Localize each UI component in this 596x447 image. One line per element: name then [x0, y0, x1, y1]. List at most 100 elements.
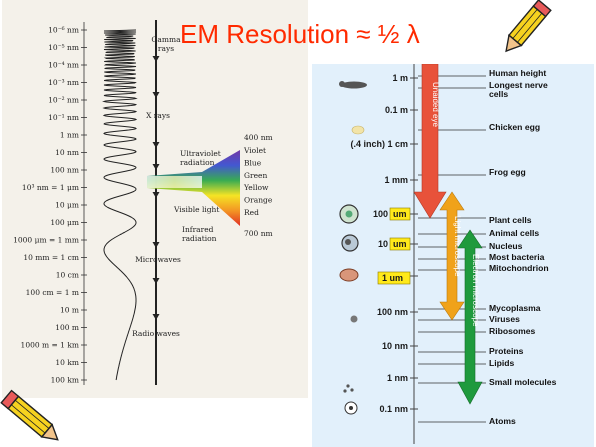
wavelength-tick-label: 1 nm: [60, 131, 79, 140]
human-icon: [339, 81, 367, 89]
wavelength-tick-label: 10⁻³ nm: [48, 78, 79, 87]
visible-color-label: Orange: [244, 196, 273, 205]
size-scale-label: 10 nm: [382, 341, 408, 351]
size-scale-label: (.4 inch) 1 cm: [350, 139, 408, 149]
unaided-eye-label: Unaided eye: [431, 82, 440, 127]
size-item-label: cells: [489, 89, 508, 99]
svg-text:um: um: [393, 209, 407, 219]
size-item-label: Human height: [489, 68, 546, 78]
size-item-label: Chicken egg: [489, 122, 540, 132]
size-item-label: Ribosomes: [489, 326, 536, 336]
band-label: X rays: [146, 111, 170, 120]
band-label: rays: [158, 44, 174, 53]
wave-curve: [104, 30, 136, 380]
virus-icon: [351, 316, 358, 323]
wavelength-tick-label: 10³ nm = 1 μm: [22, 183, 79, 192]
size-item-label: Plant cells: [489, 215, 532, 225]
wavelength-tick-label: 100 km: [51, 376, 79, 385]
wavelength-tick-label: 10 nm: [55, 148, 79, 157]
size-scale-label: 100 nm: [377, 307, 408, 317]
wavelength-tick-label: 100 m: [55, 323, 79, 332]
size-item-label: Mitochondrion: [489, 263, 549, 273]
wavelength-tick-label: 10 mm = 1 cm: [23, 253, 79, 262]
size-scale-svg: 1 m 0.1 m (.4 inch) 1 cm 1 mm 100 10 100 nm 10 …: [312, 64, 594, 447]
size-scale-label: 1 nm: [387, 373, 408, 383]
um-box-100: um: [390, 208, 410, 220]
band-boundary-marker: [153, 92, 160, 98]
band-label: Ultraviolet: [180, 149, 221, 158]
visible-color-label: Blue: [244, 158, 262, 167]
size-item-label: Atoms: [489, 416, 516, 426]
band-label: Gamma: [151, 35, 181, 44]
band-label: Infrared: [182, 225, 214, 234]
electron-microscope-label: Electron microscope: [471, 254, 480, 327]
wavelength-tick-label: 10 cm: [56, 271, 79, 280]
band-label: Radio waves: [132, 329, 180, 338]
size-scale-label: 10: [378, 239, 388, 249]
um-box-1: 1 um: [378, 272, 410, 284]
animal-cell-icon: [342, 235, 358, 251]
molecule-icon: [343, 384, 353, 392]
light-microscope-range: Light microscope: [440, 192, 464, 320]
svg-text:1 um: 1 um: [382, 273, 403, 283]
size-scale-label: 0.1 m: [385, 105, 408, 115]
egg-icon: [352, 126, 364, 134]
size-item-label: Frog egg: [489, 167, 526, 177]
unaided-eye-range: Unaided eye: [414, 64, 446, 218]
size-scale-label: 100: [373, 209, 388, 219]
size-item-label: Small molecules: [489, 377, 557, 387]
visible-end-label: 700 nm: [244, 229, 273, 238]
wavelength-tick-label: 100 cm = 1 m: [26, 288, 79, 297]
band-label: radiation: [180, 158, 215, 167]
size-scale-label: 1 m: [392, 73, 408, 83]
wavelength-ticks: 10⁻⁶ nm 10⁻⁵ nm 10⁻⁴ nm 10⁻³ nm 10⁻² nm 10⁻¹ …: [13, 26, 87, 385]
size-item-label: Animal cells: [489, 228, 539, 238]
size-item-label: Nucleus: [489, 241, 523, 251]
band-boundary-marker: [153, 164, 160, 170]
wavelength-tick-label: 100 μm: [50, 218, 79, 227]
size-item-label: Most bacteria: [489, 252, 545, 262]
svg-text:um: um: [393, 239, 407, 249]
wavelength-tick-label: 10⁻⁵ nm: [48, 43, 79, 52]
band-boundary-marker: [153, 56, 160, 62]
um-box-10: um: [390, 238, 410, 250]
wavelength-tick-label: 10 km: [55, 358, 79, 367]
band-boundary-marker: [153, 278, 160, 284]
size-item-label: Viruses: [489, 314, 520, 324]
visible-color-label: Yellow: [243, 183, 269, 192]
visible-color-label: Violet: [243, 146, 266, 155]
wavelength-tick-label: 100 nm: [50, 166, 79, 175]
plant-cell-icon: [340, 205, 358, 223]
band-boundary-marker: [153, 192, 160, 198]
wavelength-tick-label: 1000 μm = 1 mm: [13, 236, 79, 245]
band-boundary-marker: [153, 142, 160, 148]
wavelength-tick-label: 10 m: [60, 306, 79, 315]
pencil-icon: [1, 391, 63, 446]
wavelength-tick-label: 10⁻⁴ nm: [48, 61, 79, 70]
wavelength-tick-label: 10⁻⁶ nm: [48, 26, 79, 35]
wavelength-tick-label: 10 μm: [55, 201, 79, 210]
wavelength-tick-label: 10⁻² nm: [48, 96, 79, 105]
mitochondrion-icon: [340, 269, 358, 281]
size-scale-label: 1 mm: [384, 175, 408, 185]
size-item-label: Lipids: [489, 358, 515, 368]
visible-start-label: 400 nm: [244, 133, 273, 142]
em-spectrum-svg: 10⁻⁶ nm 10⁻⁵ nm 10⁻⁴ nm 10⁻³ nm 10⁻² nm 10⁻¹ …: [2, 0, 308, 398]
band-label: radiation: [182, 234, 217, 243]
size-item-label: Mycoplasma: [489, 303, 541, 313]
size-item-label: Proteins: [489, 346, 524, 356]
visible-beam: [147, 176, 202, 188]
wavelength-tick-label: 10⁻¹ nm: [48, 113, 79, 122]
band-label: Microwaves: [135, 255, 181, 264]
band-boundary-marker: [153, 242, 160, 248]
visible-color-label: Red: [244, 208, 259, 217]
wavelength-tick-label: 1000 m = 1 km: [21, 341, 79, 350]
visible-color-label: Green: [244, 171, 267, 180]
band-boundary-marker: [153, 314, 160, 320]
band-label: Visible light: [173, 205, 219, 214]
size-scale-label: 0.1 nm: [379, 404, 408, 414]
size-scale-figure: 1 m 0.1 m (.4 inch) 1 cm 1 mm 100 10 100 nm 10 …: [312, 64, 594, 447]
